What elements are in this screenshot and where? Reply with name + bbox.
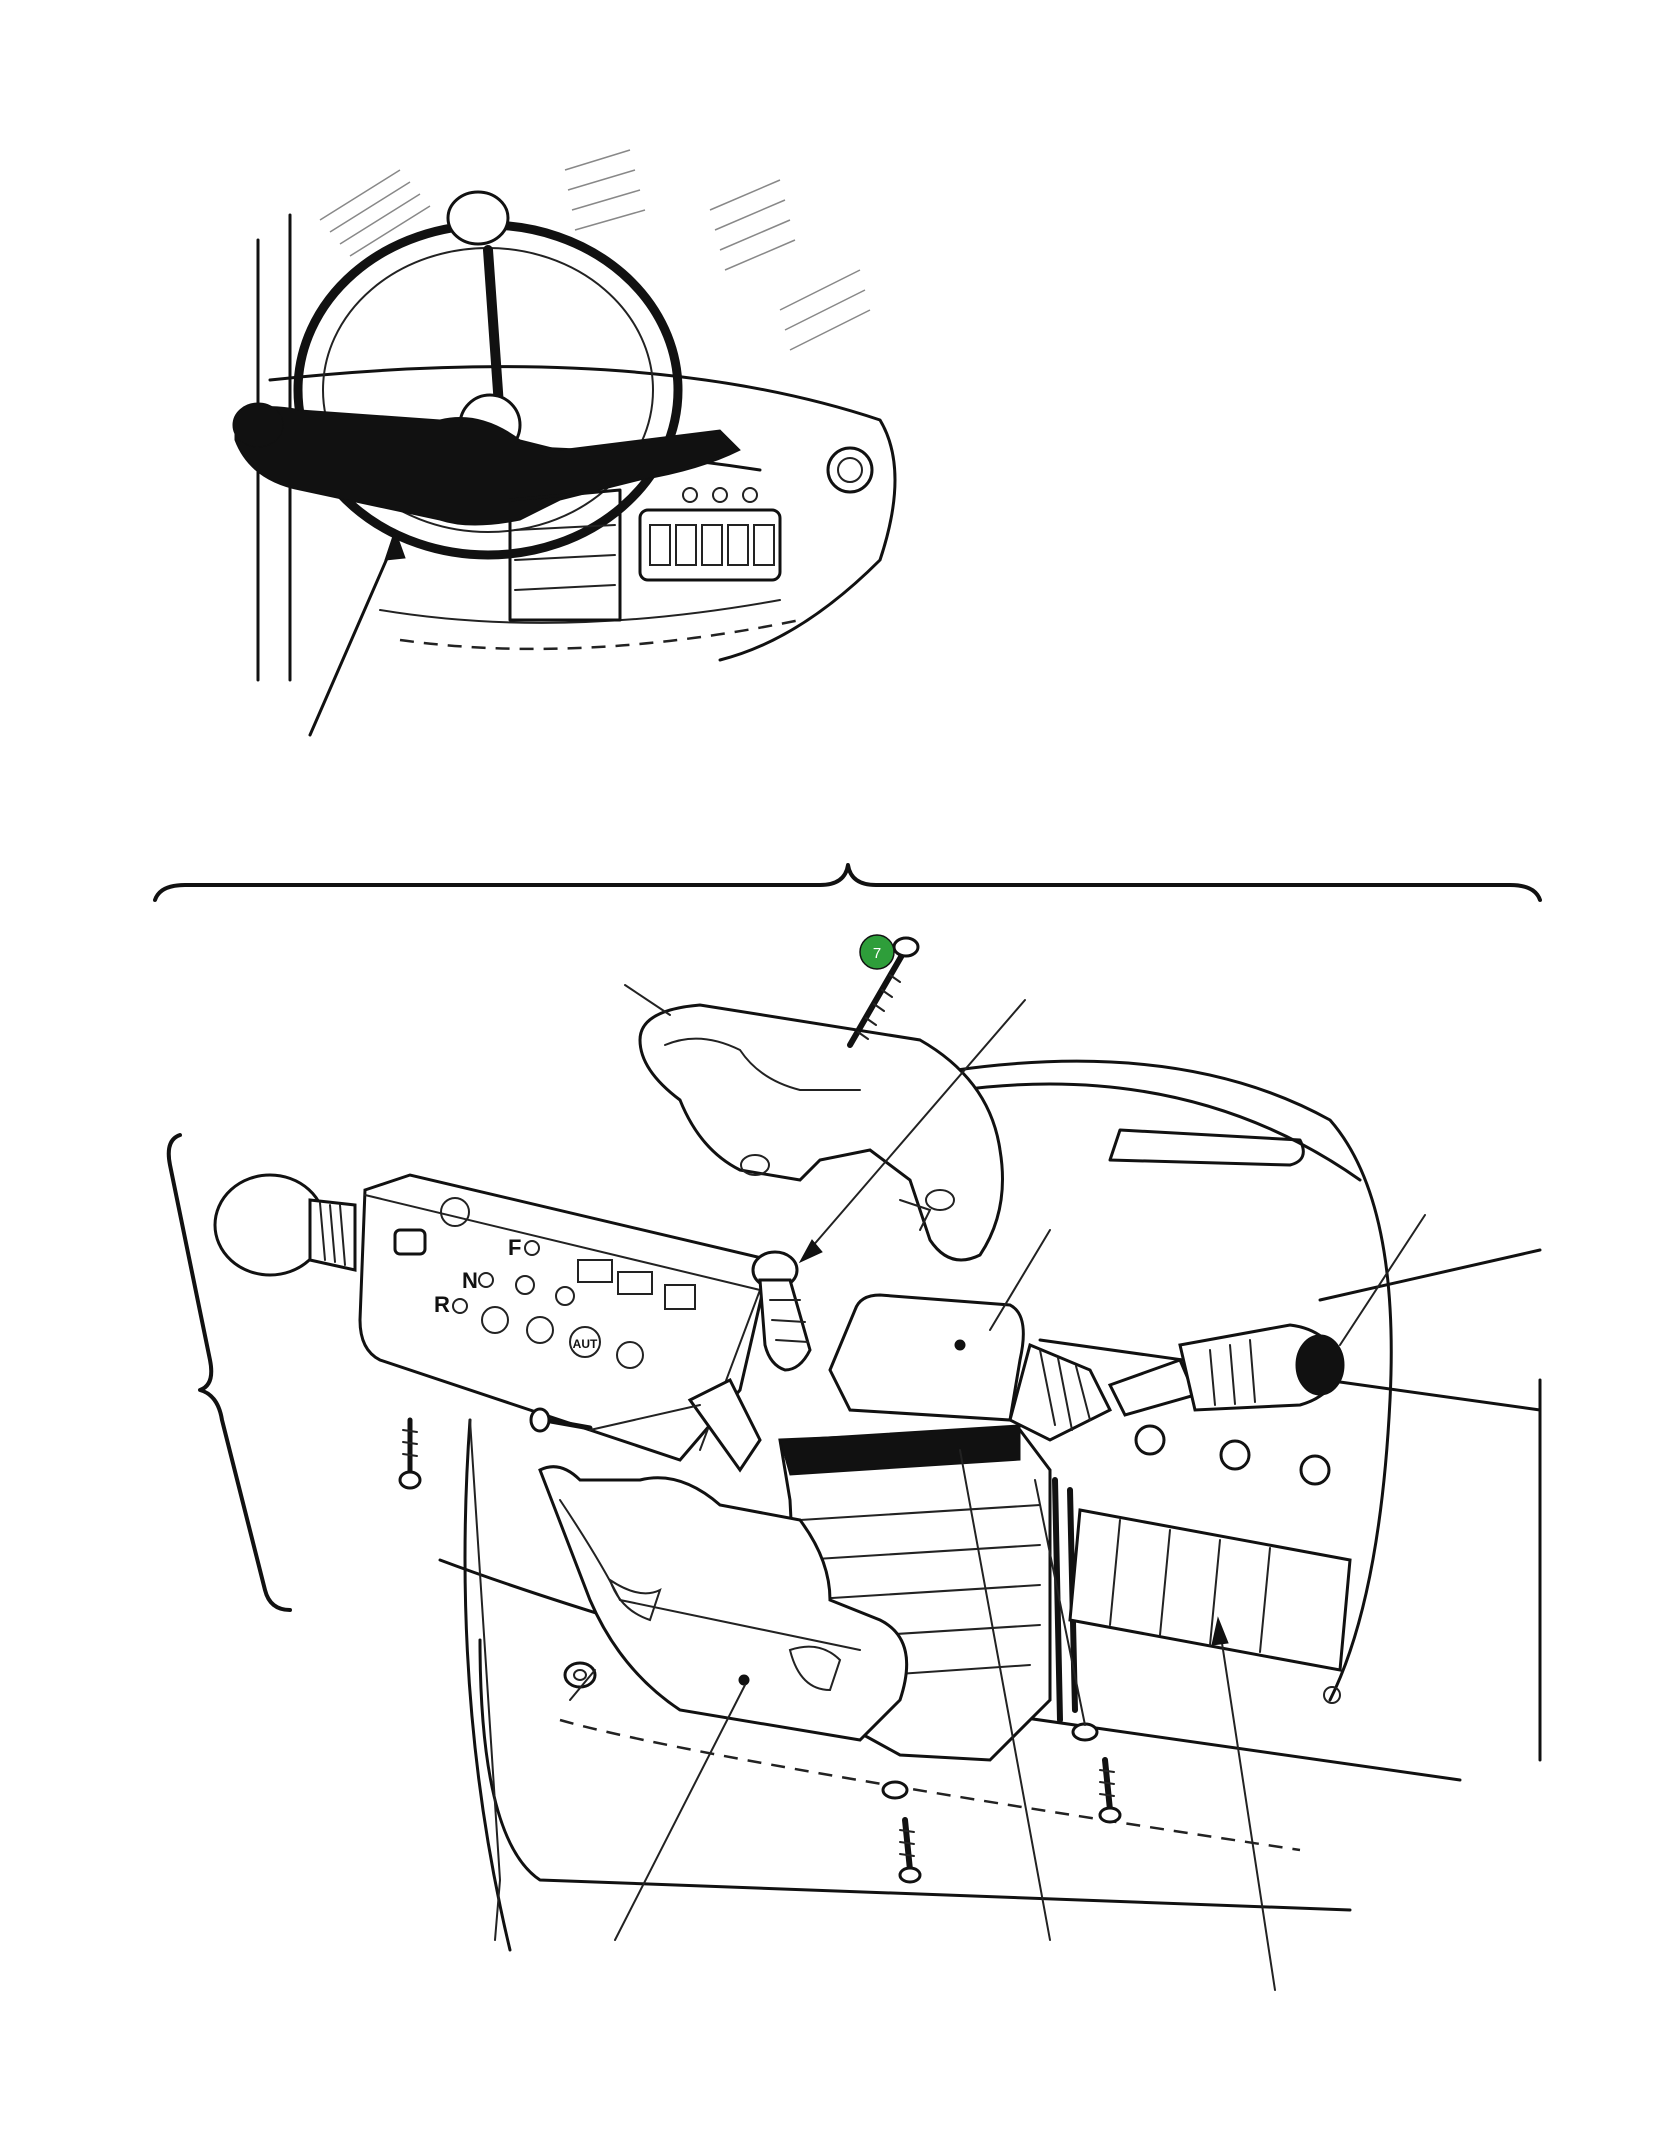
p-button (526, 1316, 554, 1344)
screw-with-washer-2 (881, 1780, 922, 1884)
leader-nut (569, 1669, 596, 1701)
screw-with-washer-1 (1071, 1722, 1122, 1824)
horizontal-brace (153, 863, 1542, 902)
exploded-assembly: 7 F N R (166, 934, 1542, 1991)
dash-top-edge (1318, 1248, 1542, 1302)
leader-joystick-lever (804, 999, 1026, 1256)
long-screw (847, 936, 920, 1048)
indicator-lamp-1 (1134, 1424, 1166, 1456)
leader-trim-panel (614, 1684, 746, 1941)
control-module: F N R AUT (213, 1173, 772, 1473)
digit-display (664, 1284, 696, 1310)
symbol-display-2 (617, 1271, 653, 1295)
neutral-label: N (462, 1268, 478, 1293)
lower-trim-panel (538, 1465, 909, 1742)
cab-overview (232, 149, 897, 737)
leader-twist-grip (1339, 1214, 1426, 1346)
mode-select-button (616, 1341, 644, 1369)
dash-dashed-line (399, 618, 801, 651)
console-side-line (463, 1418, 512, 1952)
symbol-display-1 (577, 1259, 613, 1283)
panel-screw (1323, 1686, 1341, 1704)
keypad: F N R AUT (393, 1197, 696, 1369)
dashboard-rim (848, 1059, 1393, 1702)
mounting-bracket (687, 1377, 762, 1473)
callout-badge: 7 (859, 934, 895, 970)
indicator-led-2 (555, 1286, 575, 1306)
ignition-switch (826, 446, 874, 494)
joystick-lever (751, 1250, 812, 1372)
bolt-leader (589, 1404, 701, 1431)
leader-lines (469, 984, 1426, 1991)
trim-dot (738, 1674, 750, 1686)
neutral-led (478, 1272, 494, 1288)
info-button (481, 1306, 509, 1334)
joystick-boot (508, 488, 622, 622)
console-dashed-line (559, 1718, 1301, 1852)
forward-label: F (508, 1235, 521, 1260)
auto-button (569, 1326, 601, 1358)
module-screw (398, 1417, 422, 1490)
v-button (440, 1197, 470, 1227)
mode-button (393, 1228, 427, 1256)
indicator-lamp-3 (1299, 1454, 1331, 1486)
leader-housing (989, 1229, 1051, 1331)
leader-washer (1034, 1479, 1086, 1726)
indicator-lamp-2 (1219, 1439, 1251, 1471)
vertical-brace (166, 1133, 292, 1612)
reverse-label: R (434, 1292, 450, 1317)
dash-lower-edge (379, 599, 781, 624)
switch-panel (638, 487, 782, 582)
dashboard-inner-rim (958, 1082, 1362, 1182)
indicator-led-1 (515, 1275, 535, 1295)
auto-button-label: AUT (573, 1337, 598, 1351)
reverse-led (452, 1298, 468, 1314)
highlighted-control-unit (232, 402, 741, 526)
upper-shroud (638, 1003, 1004, 1262)
console-lower (478, 1638, 1352, 1912)
leader-console (469, 1419, 502, 1941)
leader-line-top (308, 538, 397, 737)
small-bolt (529, 1407, 593, 1433)
leader-arrowhead-top (384, 528, 406, 561)
window-hatching (319, 149, 871, 351)
leader-boot (959, 1449, 1051, 1941)
gear-lever (446, 190, 522, 457)
dashboard-outline (268, 365, 897, 662)
switch-bank (1068, 1424, 1352, 1704)
leader-switch-bank (1219, 1629, 1276, 1991)
forward-led (524, 1240, 540, 1256)
callout-badge-number: 7 (873, 945, 881, 962)
dash-slot (1108, 1128, 1305, 1167)
leader-upper-shroud (624, 984, 671, 1016)
